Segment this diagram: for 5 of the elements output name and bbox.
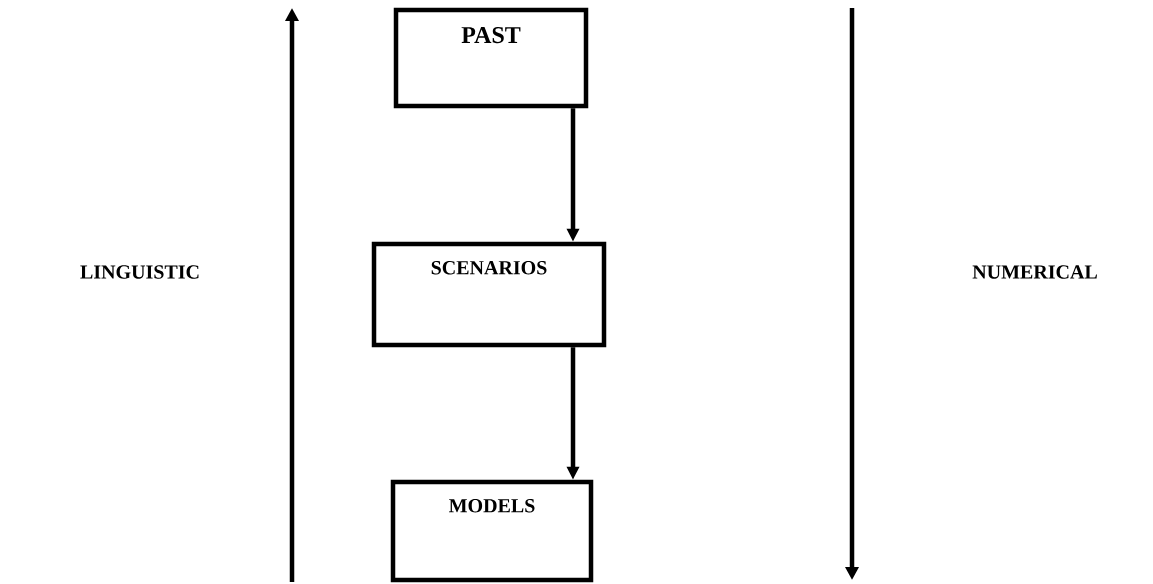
process-box: PAST <box>393 7 589 109</box>
process-box: MODELS <box>390 479 594 583</box>
side-label: NUMERICAL <box>972 265 1097 279</box>
side-label: LINGUISTIC <box>80 265 199 279</box>
process-box: SCENARIOS <box>371 241 607 348</box>
